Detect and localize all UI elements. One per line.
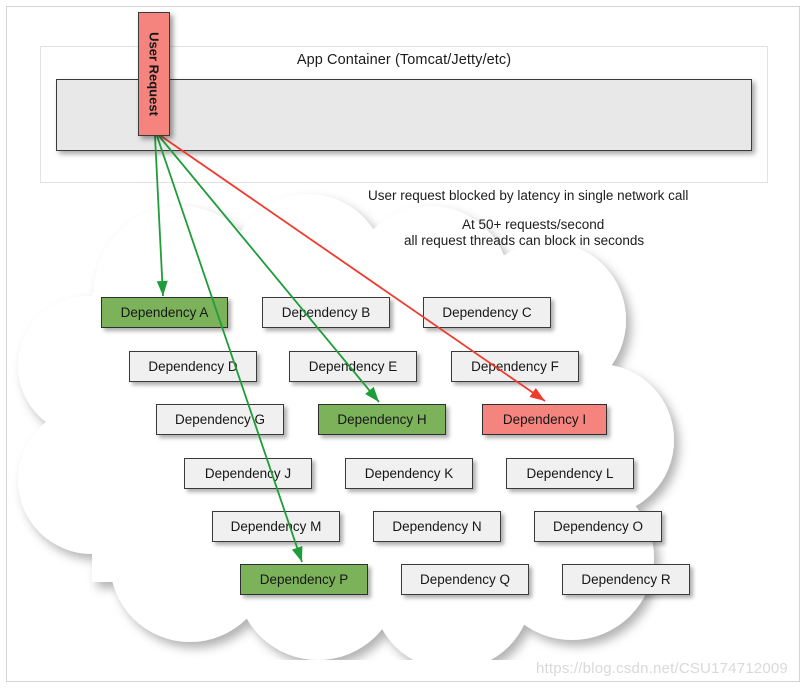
dependency-box-m[interactable]: Dependency M: [212, 511, 340, 542]
dependency-box-f[interactable]: Dependency F: [451, 351, 579, 382]
annotation-threads-block: all request threads can block in seconds: [404, 233, 645, 248]
dependency-label: Dependency J: [204, 466, 292, 481]
dependency-label: Dependency B: [281, 305, 371, 320]
dependency-box-h[interactable]: Dependency H: [318, 404, 446, 435]
dependency-box-l[interactable]: Dependency L: [506, 458, 634, 489]
dependency-label: Dependency E: [308, 359, 398, 374]
dependency-box-q[interactable]: Dependency Q: [401, 564, 529, 595]
dependency-label: Dependency M: [230, 519, 322, 534]
dependency-box-n[interactable]: Dependency N: [373, 511, 501, 542]
dependency-label: Dependency C: [442, 305, 532, 320]
dependency-box-p[interactable]: Dependency P: [240, 564, 368, 595]
dependency-label: Dependency I: [502, 412, 587, 427]
app-container-title: App Container (Tomcat/Jetty/etc): [296, 52, 512, 68]
dependency-box-e[interactable]: Dependency E: [289, 351, 417, 382]
dependency-box-d[interactable]: Dependency D: [129, 351, 257, 382]
dependency-label: Dependency H: [337, 412, 427, 427]
dependency-label: Dependency P: [259, 572, 349, 587]
user-request-label: User Request: [146, 32, 162, 116]
dependency-label: Dependency A: [120, 305, 209, 320]
dependency-label: Dependency F: [471, 359, 559, 374]
dependency-label: Dependency Q: [419, 572, 511, 587]
dependency-label: Dependency R: [581, 572, 671, 587]
annotation-requests-per-second: At 50+ requests/second: [462, 217, 605, 232]
dependency-box-r[interactable]: Dependency R: [562, 564, 690, 595]
dependency-box-b[interactable]: Dependency B: [262, 297, 390, 328]
dependency-box-g[interactable]: Dependency G: [156, 404, 284, 435]
dependency-box-i[interactable]: Dependency I: [482, 404, 607, 435]
dependency-box-c[interactable]: Dependency C: [423, 297, 551, 328]
dependency-label: Dependency D: [148, 359, 238, 374]
dependency-box-a[interactable]: Dependency A: [101, 297, 228, 328]
dependency-box-j[interactable]: Dependency J: [184, 458, 312, 489]
dependency-box-k[interactable]: Dependency K: [345, 458, 473, 489]
annotation-blocked-by-latency: User request blocked by latency in singl…: [368, 188, 689, 203]
dependency-label: Dependency N: [392, 519, 482, 534]
dependency-box-o[interactable]: Dependency O: [534, 511, 662, 542]
dependency-label: Dependency K: [364, 466, 454, 481]
dependency-label: Dependency G: [174, 412, 266, 427]
user-request-bar[interactable]: User Request: [138, 12, 170, 136]
watermark: https://blog.csdn.net/CSU174712009: [536, 660, 788, 677]
dependency-label: Dependency L: [526, 466, 614, 481]
dependency-label: Dependency O: [552, 519, 644, 534]
